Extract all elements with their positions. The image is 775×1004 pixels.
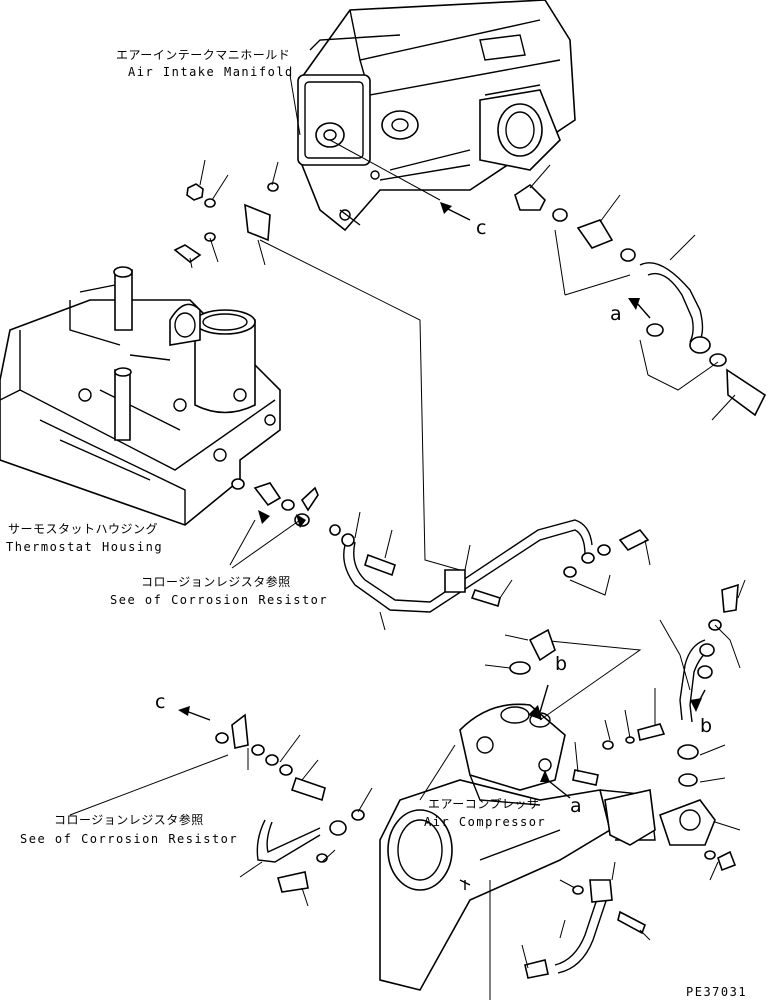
corrosion-resistor-ref-2-en: See of Corrosion Resistor [20, 832, 239, 846]
thermostat-housing-label-en: Thermostat Housing [6, 540, 164, 554]
hardware [173, 182, 767, 979]
leader-lines [69, 74, 746, 969]
callout-b-right: b [700, 715, 713, 737]
callout-c-top: c [476, 217, 487, 239]
air-compressor-label-jp: エアーコンプレッサ [428, 797, 540, 811]
callout-a-compressor: a [570, 795, 582, 817]
corrosion-resistor-ref-1-en: See of Corrosion Resistor [110, 593, 329, 607]
thermostat-housing-part [0, 266, 281, 526]
callout-arrows [178, 202, 706, 799]
air-compressor-part [379, 703, 716, 991]
corrosion-resistor-ref-1-jp: コロージョンレジスタ参照 [141, 575, 291, 589]
callout-a-top: a [610, 303, 622, 325]
callout-c-left: c [155, 691, 166, 713]
pipes [256, 239, 713, 1000]
air-intake-manifold-label-en: Air Intake Manifold [128, 65, 294, 79]
thermostat-housing-label-jp: サーモスタットハウジング [8, 522, 159, 536]
corrosion-resistor-ref-2-jp: コロージョンレジスタ参照 [54, 813, 204, 827]
air-intake-manifold-label-jp: エアーインテークマニホールド [116, 48, 291, 62]
air-compressor-label-en: Air Compressor [424, 815, 547, 829]
air-intake-manifold-part [297, 0, 576, 232]
callout-b-mid: b [555, 653, 568, 675]
drawing-number: PE37031 [686, 985, 748, 999]
